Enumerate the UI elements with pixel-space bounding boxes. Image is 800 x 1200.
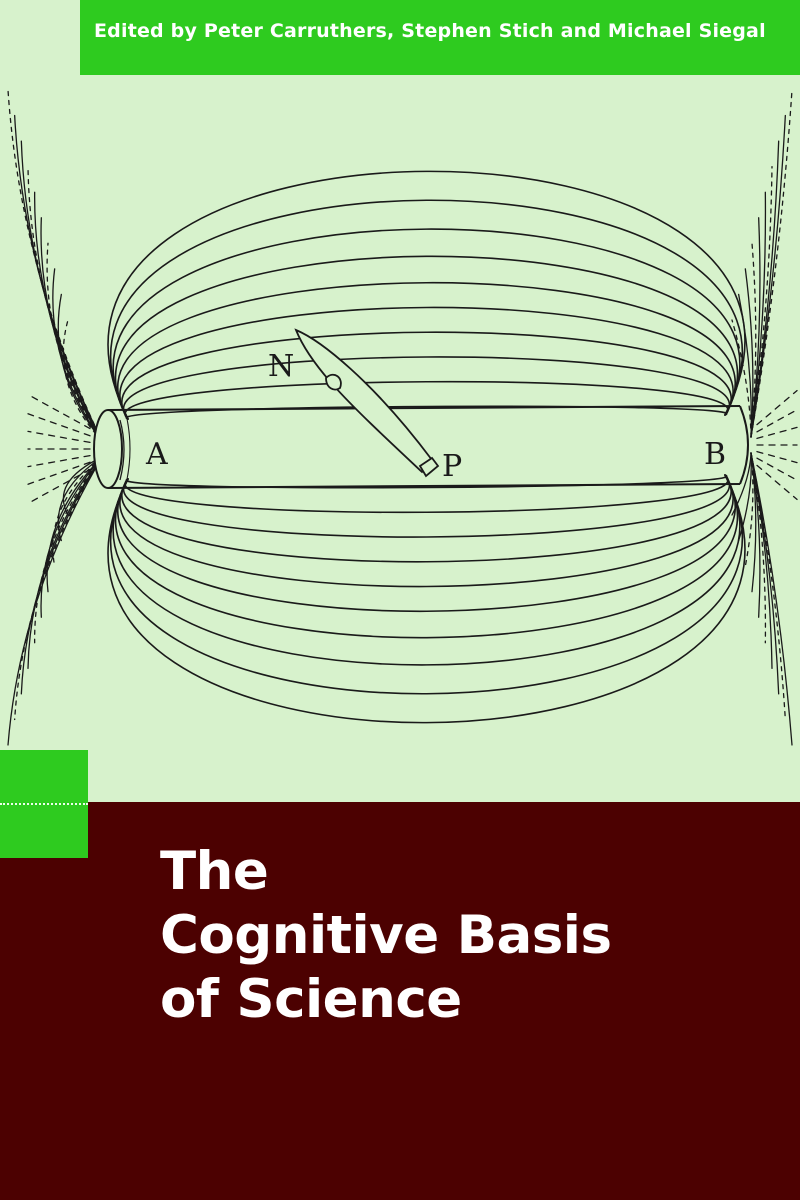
magnetic-field-lines	[107, 170, 746, 724]
field-line	[119, 474, 734, 588]
field-line	[14, 456, 103, 721]
field-line	[27, 454, 91, 468]
dotted-divider	[0, 803, 88, 805]
field-line	[121, 331, 732, 420]
field-line	[750, 452, 786, 721]
label-b: B	[704, 437, 726, 472]
field-line	[46, 242, 103, 442]
field-line	[112, 228, 741, 420]
field-line	[121, 474, 732, 563]
field-line	[731, 319, 752, 438]
field-line	[40, 456, 103, 618]
label-n: N	[268, 349, 294, 384]
field-line	[124, 474, 729, 514]
field-line	[123, 474, 730, 538]
field-line	[750, 452, 757, 593]
field-line	[20, 140, 103, 442]
field-line	[123, 356, 730, 420]
bar-magnet	[93, 405, 749, 489]
field-line	[14, 114, 103, 442]
field-line	[62, 456, 103, 516]
magnet-field-illustration: N A P B	[7, 89, 798, 746]
field-line	[62, 319, 103, 442]
field-line	[738, 293, 752, 438]
field-line	[34, 456, 103, 644]
field-line	[744, 452, 754, 567]
field-line	[119, 306, 734, 420]
field-line	[52, 456, 103, 567]
field-line	[756, 464, 798, 501]
title-line-2: Cognitive Basis	[160, 905, 612, 966]
field-line	[117, 281, 736, 420]
field-line	[756, 457, 798, 481]
field-line	[124, 380, 729, 420]
field-line	[750, 217, 761, 438]
field-line	[756, 389, 798, 426]
editors-credit: Edited by Peter Carruthers, Stephen Stic…	[94, 20, 766, 42]
field-line	[7, 456, 103, 746]
field-line	[115, 255, 738, 420]
field-line	[756, 409, 798, 433]
editor-band: Edited by Peter Carruthers, Stephen Stic…	[80, 0, 800, 75]
field-line	[756, 426, 798, 440]
field-line	[20, 456, 103, 695]
field-line	[750, 166, 773, 438]
title-line-1: The	[160, 841, 269, 902]
field-line	[40, 217, 103, 442]
field-line	[7, 89, 103, 442]
field-line	[107, 474, 746, 724]
field-line	[107, 170, 746, 420]
field-line	[27, 393, 91, 430]
field-line	[57, 456, 103, 542]
field-line	[117, 474, 736, 613]
title-panel	[88, 802, 800, 1200]
field-line	[27, 468, 91, 505]
field-line	[125, 405, 728, 420]
title-line-3: of Science	[160, 969, 462, 1030]
field-line	[731, 452, 752, 516]
compass-needle	[294, 328, 440, 478]
title-panel-left	[0, 858, 88, 1200]
field-line	[46, 456, 103, 593]
label-p: P	[442, 449, 462, 484]
field-line	[115, 474, 738, 639]
field-line	[109, 199, 744, 420]
field-line	[112, 474, 741, 666]
label-a: A	[145, 437, 168, 472]
field-line	[750, 452, 773, 669]
field-line	[27, 430, 91, 444]
field-line	[738, 452, 752, 542]
field-line	[125, 474, 728, 489]
book-title: The Cognitive Basis of Science	[160, 840, 612, 1032]
field-line	[109, 474, 744, 695]
pole-radiating-lines	[7, 89, 798, 746]
field-line	[27, 166, 103, 442]
field-line	[756, 450, 798, 464]
field-line	[744, 268, 754, 438]
